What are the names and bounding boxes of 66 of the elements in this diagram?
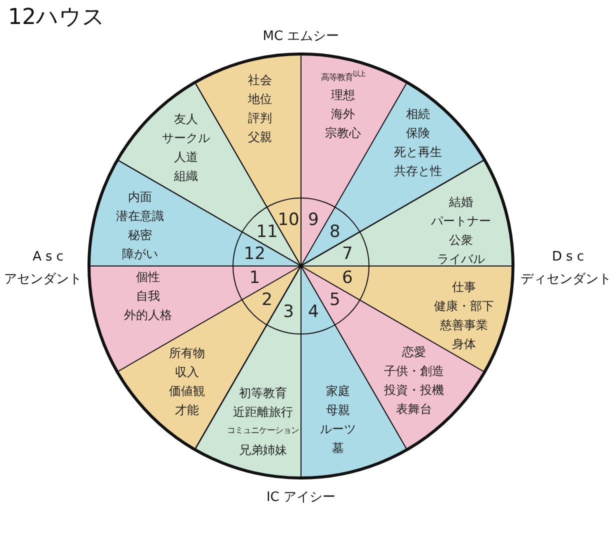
axis-label: アセンダント xyxy=(4,271,82,288)
keyword-text: 価値観 xyxy=(168,382,205,400)
keyword-text: 外的人格 xyxy=(124,307,172,324)
keyword-text: 共存と性 xyxy=(394,163,442,180)
keyword-text: 表舞台 xyxy=(396,400,432,418)
keyword-text: 内面 xyxy=(128,188,152,206)
keyword-text: 障がい xyxy=(122,246,158,262)
keyword-text: 秘密 xyxy=(128,226,152,244)
keyword-text: 組織 xyxy=(174,168,198,186)
keyword-text: サークル xyxy=(162,130,210,148)
keyword-text: 子供・創造 xyxy=(384,362,444,380)
house-number: 9 xyxy=(308,210,319,230)
keyword-text: 人道 xyxy=(174,149,198,166)
keyword-text: 近距離旅行 xyxy=(233,404,293,420)
keyword-text: 宗教心 xyxy=(325,124,361,142)
axis-label: Asc xyxy=(32,250,68,264)
keyword-text: 慈善事業 xyxy=(440,316,488,334)
house-number: 3 xyxy=(283,302,294,322)
house-number: 1 xyxy=(249,268,260,288)
diagram-title: 12ハウス xyxy=(8,4,105,32)
keyword-text: 高等教育$^{以上}$ xyxy=(321,68,365,84)
keyword-text: 結婚 xyxy=(449,194,473,210)
keyword-text: ルーツ xyxy=(320,420,356,438)
axis-label: Dsc xyxy=(552,250,588,264)
keyword-text: 潜在意識 xyxy=(116,208,164,224)
house-number: 7 xyxy=(342,244,353,264)
house-number: 10 xyxy=(278,210,300,230)
keyword-text: 理想 xyxy=(331,86,355,104)
keyword-text: 評判 xyxy=(248,110,272,126)
keyword-text: 兄弟姉妹 xyxy=(239,442,287,458)
keyword-text: 身体 xyxy=(452,336,476,352)
house-number: 5 xyxy=(330,290,340,310)
keyword-text: 保険 xyxy=(406,125,430,142)
house-number: 2 xyxy=(262,290,272,310)
house-number: 11 xyxy=(256,222,278,242)
keyword-text: 仕事 xyxy=(452,278,476,296)
keyword-text: 母親 xyxy=(326,402,350,418)
keyword-text: 社会 xyxy=(248,72,272,88)
keyword-text: 海外 xyxy=(331,106,355,122)
keyword-text: 家庭 xyxy=(326,382,350,400)
keyword-text: パートナー xyxy=(431,212,491,230)
keyword-text: 才能 xyxy=(174,402,199,418)
keyword-text: 初等教育 xyxy=(239,384,287,402)
axis-label: IC アイシー xyxy=(266,489,336,506)
keyword-text: 個性 xyxy=(136,269,160,286)
axis-label: ディセンダント xyxy=(520,271,612,288)
keyword-text: 健康・部下 xyxy=(434,298,494,314)
keyword-text: 父親 xyxy=(248,128,272,146)
house-number: 12 xyxy=(244,244,266,264)
keyword-text: ライバル xyxy=(437,250,485,268)
keyword-text: 恋愛 xyxy=(402,344,426,360)
keyword-text: 地位 xyxy=(248,90,272,108)
house-number: 8 xyxy=(330,222,340,242)
keyword-text: コミュニケーション xyxy=(227,424,299,438)
keyword-text: 墓 xyxy=(332,440,344,456)
house-number: 6 xyxy=(342,268,353,288)
keyword-text: 公衆 xyxy=(449,232,473,248)
keyword-text: 自我 xyxy=(136,288,160,305)
keyword-text: 死と再生 xyxy=(394,144,442,162)
house-number: 4 xyxy=(308,302,319,322)
keyword-text: 友人 xyxy=(174,111,198,128)
axis-label: MC エムシー xyxy=(262,28,340,45)
keyword-text: 所有物 xyxy=(168,344,205,362)
keyword-text: 投資・投機 xyxy=(384,382,444,398)
keyword-text: 相続 xyxy=(406,106,430,124)
keyword-text: 収入 xyxy=(174,364,199,380)
